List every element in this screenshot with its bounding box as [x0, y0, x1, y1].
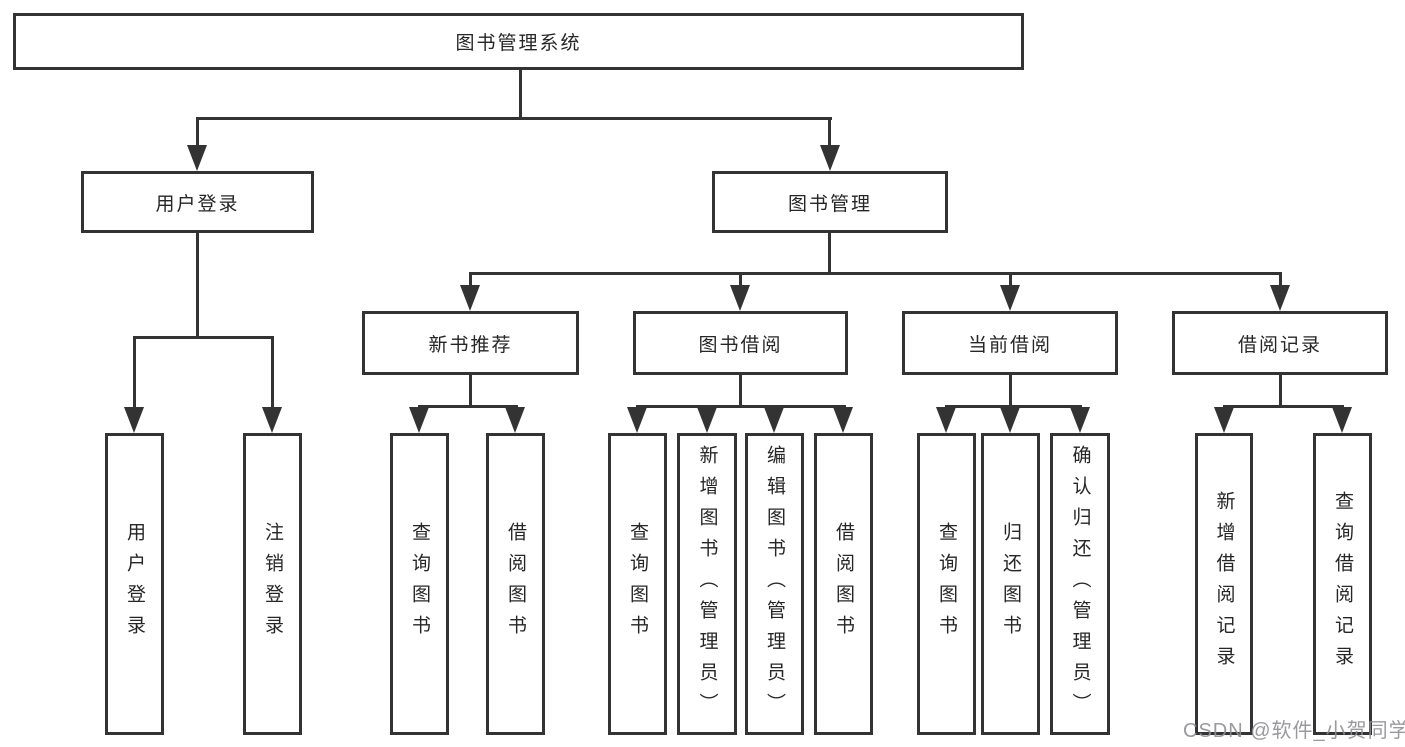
leaf-cb-return-books: 归还图书 [981, 433, 1040, 735]
leaf-nb-query-books: 查询图书 [390, 433, 449, 735]
arrowhead-cb-query-icon [936, 407, 956, 433]
arrowhead-bb-add-icon [697, 407, 717, 433]
connector-user-login-drop [196, 232, 199, 338]
arrowhead-new-book-icon [460, 285, 480, 311]
arrowhead-cb-return-icon [1000, 407, 1020, 433]
leaf-bb-query-books: 查询图书 [608, 433, 667, 735]
arrowhead-user-login-icon [187, 145, 207, 171]
leaf-user-login: 用户登录 [105, 433, 164, 735]
connector-leaf-login-shaft [133, 336, 136, 411]
connector-book-borrow-shaft [739, 272, 742, 290]
connector-book-management-shaft [828, 117, 831, 151]
arrowhead-current-borrow-icon [1000, 285, 1020, 311]
leaf-cb-query-books: 查询图书 [917, 433, 976, 735]
arrowhead-bb-borrow-icon [833, 407, 853, 433]
connector-book-borrow-drop [739, 374, 742, 407]
connector-new-book-shaft [469, 272, 472, 290]
watermark: CSDN @软件_小贺同学 [1183, 720, 1405, 742]
arrowhead-cb-confirm-icon [1070, 407, 1090, 433]
connector-current-borrow-rail [945, 405, 1082, 408]
node-current-borrow: 当前借阅 [902, 311, 1118, 375]
node-borrow-records: 借阅记录 [1172, 311, 1388, 375]
arrowhead-nb-query-icon [409, 407, 429, 433]
connector-user-login-shaft [196, 117, 199, 151]
leaf-bb-edit-book-admin: 编辑图书（管理员） [745, 433, 804, 735]
arrowhead-br-query-icon [1332, 407, 1352, 433]
node-book-management: 图书管理 [712, 171, 948, 233]
connector-book-borrow-rail [636, 405, 846, 408]
arrowhead-br-add-icon [1214, 407, 1234, 433]
connector-root-rail [196, 117, 832, 120]
node-user-login: 用户登录 [81, 171, 314, 233]
connector-user-login-rail [133, 336, 274, 339]
connector-current-borrow-drop [1009, 374, 1012, 407]
leaf-logout: 注销登录 [243, 433, 302, 735]
arrowhead-bb-edit-icon [764, 407, 784, 433]
node-root: 图书管理系统 [13, 13, 1024, 70]
arrowhead-leaf-login-icon [124, 407, 144, 433]
leaf-br-query-record: 查询借阅记录 [1313, 433, 1372, 735]
leaf-bb-borrow-books: 借阅图书 [814, 433, 873, 735]
connector-leaf-logout-shaft [271, 336, 274, 411]
arrowhead-leaf-logout-icon [262, 407, 282, 433]
connector-borrow-records-drop [1279, 374, 1282, 407]
arrowhead-bb-query-icon [627, 407, 647, 433]
arrowhead-book-management-icon [820, 145, 840, 171]
arrowhead-book-borrow-icon [730, 285, 750, 311]
connector-root-drop [519, 70, 522, 119]
connector-book-management-drop [828, 232, 831, 274]
arrowhead-nb-borrow-icon [505, 407, 525, 433]
leaf-br-add-record: 新增借阅记录 [1195, 433, 1253, 735]
connector-new-book-drop [469, 374, 472, 407]
leaf-nb-borrow-books: 借阅图书 [486, 433, 545, 735]
node-book-borrow: 图书借阅 [633, 311, 848, 375]
leaf-cb-confirm-return-admin: 确认归还（管理员） [1050, 433, 1110, 735]
connector-new-book-rail [418, 405, 518, 408]
connector-current-borrow-shaft [1009, 272, 1012, 290]
leaf-bb-add-book-admin: 新增图书（管理员） [677, 433, 737, 735]
arrowhead-borrow-records-icon [1270, 285, 1290, 311]
connector-level3-rail [469, 272, 1282, 275]
node-new-book-recommend: 新书推荐 [362, 311, 579, 375]
connector-borrow-records-shaft [1279, 272, 1282, 290]
connector-borrow-records-rail [1223, 405, 1344, 408]
